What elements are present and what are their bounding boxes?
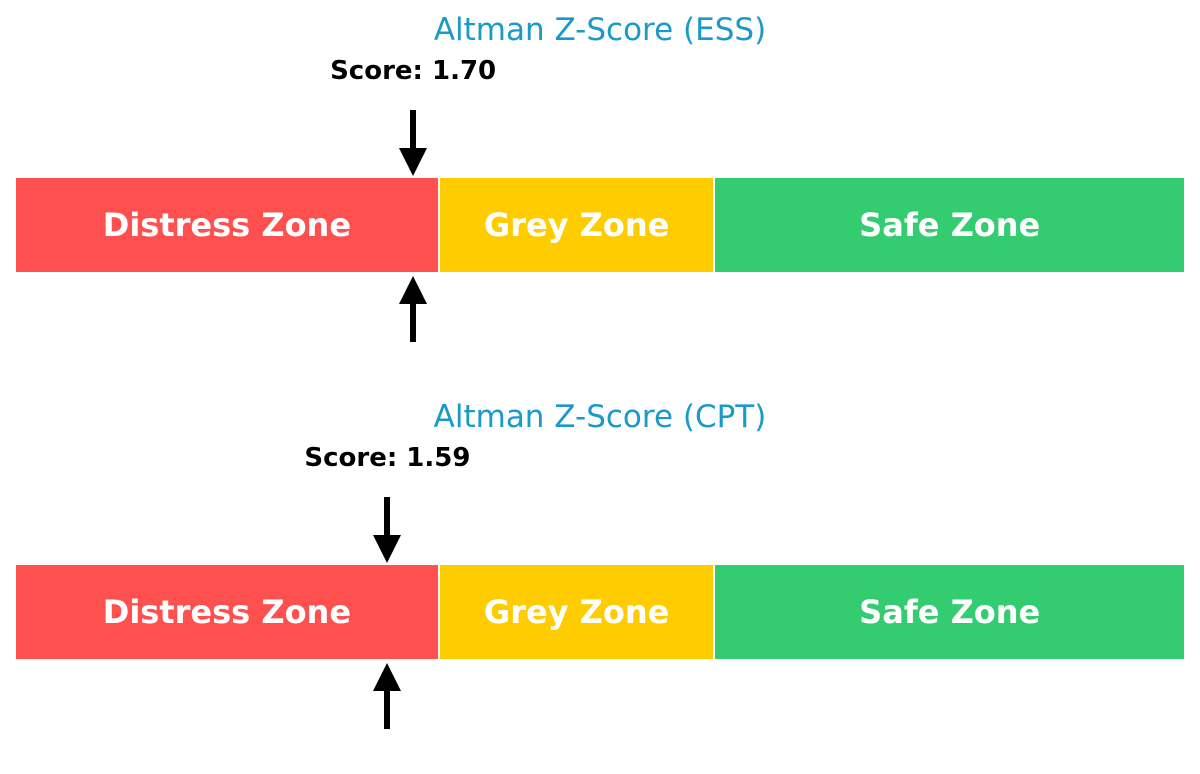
zone-bar: Distress Zone Grey Zone Safe Zone <box>16 565 1184 659</box>
distress-zone: Distress Zone <box>16 565 438 659</box>
zone-label: Safe Zone <box>859 593 1041 631</box>
zone-label: Grey Zone <box>483 206 670 244</box>
arrow-down-icon <box>398 110 428 180</box>
zone-label: Grey Zone <box>483 593 670 631</box>
grey-zone: Grey Zone <box>439 178 714 272</box>
safe-zone: Safe Zone <box>715 565 1184 659</box>
zone-label: Distress Zone <box>102 593 352 631</box>
distress-zone: Distress Zone <box>16 178 438 272</box>
arrow-up-icon <box>372 663 402 733</box>
zone-label: Safe Zone <box>859 206 1041 244</box>
chart-title: Altman Z-Score (ESS) <box>433 12 767 48</box>
score-label: Score: 1.70 <box>330 56 497 86</box>
zone-bar: Distress Zone Grey Zone Safe Zone <box>16 178 1184 272</box>
score-label: Score: 1.59 <box>304 443 471 473</box>
zone-label: Distress Zone <box>102 206 352 244</box>
chart-title: Altman Z-Score (CPT) <box>433 399 767 435</box>
safe-zone: Safe Zone <box>715 178 1184 272</box>
arrow-down-icon <box>372 497 402 567</box>
arrow-up-icon <box>398 276 428 346</box>
grey-zone: Grey Zone <box>439 565 714 659</box>
